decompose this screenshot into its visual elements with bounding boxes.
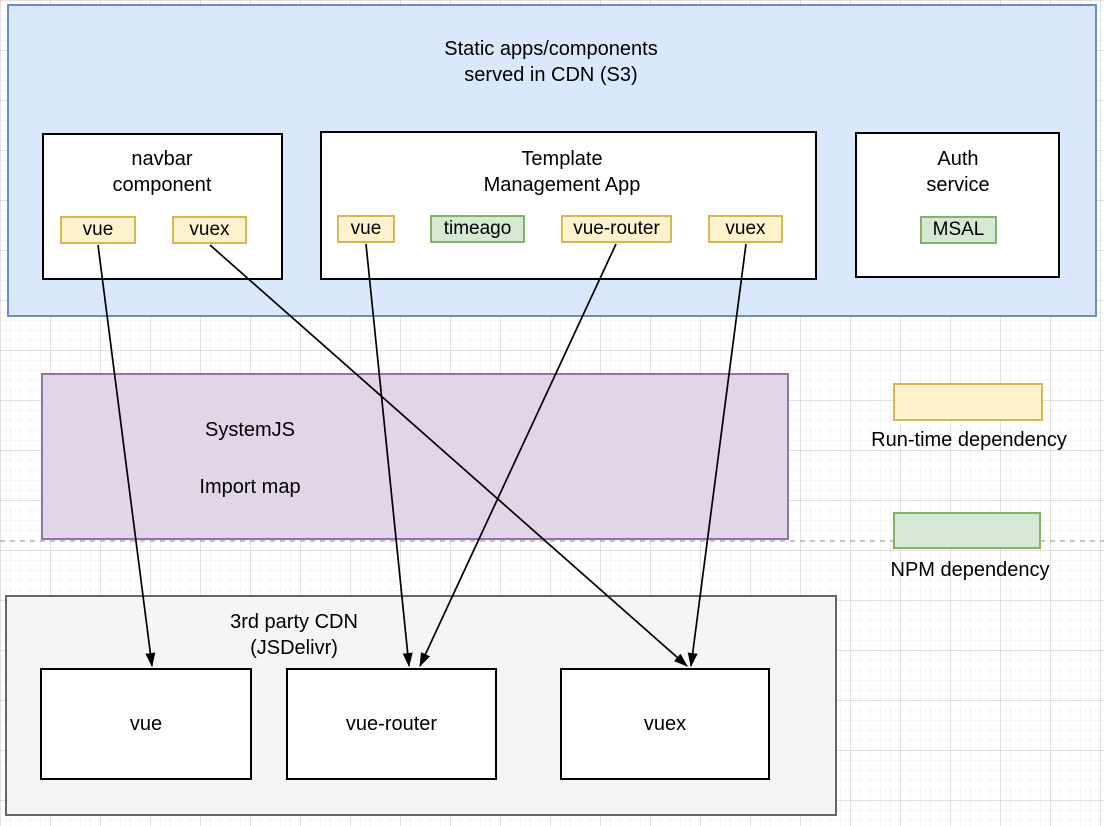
cdn-vuex-box: vuex: [560, 668, 770, 780]
template-vue-router-chip: vue-router: [561, 215, 672, 243]
npm-dependency-swatch: [893, 512, 1041, 549]
chip-label: MSAL: [932, 219, 985, 240]
s3-title-line2: served in CDN (S3): [464, 64, 638, 86]
import-map-title: Import map: [199, 476, 301, 498]
s3-cdn-container-title: Static apps/components served in CDN (S3…: [444, 36, 657, 88]
chip-label: vue: [82, 219, 114, 240]
runtime-dependency-swatch: [893, 383, 1043, 421]
chip-label: vue-router: [573, 218, 660, 239]
auth-msal-chip: MSAL: [920, 216, 997, 244]
package-label: vue: [129, 712, 163, 735]
package-label: vuex: [643, 712, 687, 735]
cdn-vue-box: vue: [40, 668, 252, 780]
chip-label: vue: [350, 218, 382, 239]
systemjs-import-map-box: [41, 373, 789, 540]
template-title-line2: Management App: [483, 174, 641, 196]
npm-dependency-label: NPM dependency: [890, 559, 1050, 581]
chip-label: vuex: [189, 219, 230, 240]
navbar-vuex-chip: vuex: [172, 216, 247, 244]
template-timeago-chip: timeago: [430, 215, 525, 243]
chip-label: vuex: [725, 218, 766, 239]
navbar-vue-chip: vue: [60, 216, 136, 244]
template-vue-chip: vue: [337, 215, 395, 243]
package-label: vue-router: [345, 712, 438, 735]
auth-service-box: [855, 132, 1060, 278]
auth-title-line2: service: [926, 174, 990, 196]
navbar-component-title: navbar component: [113, 146, 212, 198]
navbar-title-line2: component: [112, 174, 212, 196]
cdn3-title-line2: (JSDelivr): [250, 637, 338, 659]
runtime-dependency-label: Run-time dependency: [871, 429, 1067, 451]
auth-service-title: Auth service: [926, 146, 989, 198]
auth-title-line1: Auth: [937, 148, 979, 170]
cdn-vue-router-box: vue-router: [286, 668, 497, 780]
systemjs-title: SystemJS: [204, 419, 296, 441]
s3-title-line1: Static apps/components: [444, 38, 658, 60]
template-management-app-title: Template Management App: [484, 146, 641, 198]
template-title-line1: Template: [521, 148, 603, 170]
navbar-title-line1: navbar: [131, 148, 193, 170]
chip-label: timeago: [443, 218, 512, 239]
template-vuex-chip: vuex: [708, 215, 783, 243]
third-party-cdn-title: 3rd party CDN (JSDelivr): [230, 609, 358, 661]
cdn3-title-line1: 3rd party CDN: [230, 611, 358, 633]
